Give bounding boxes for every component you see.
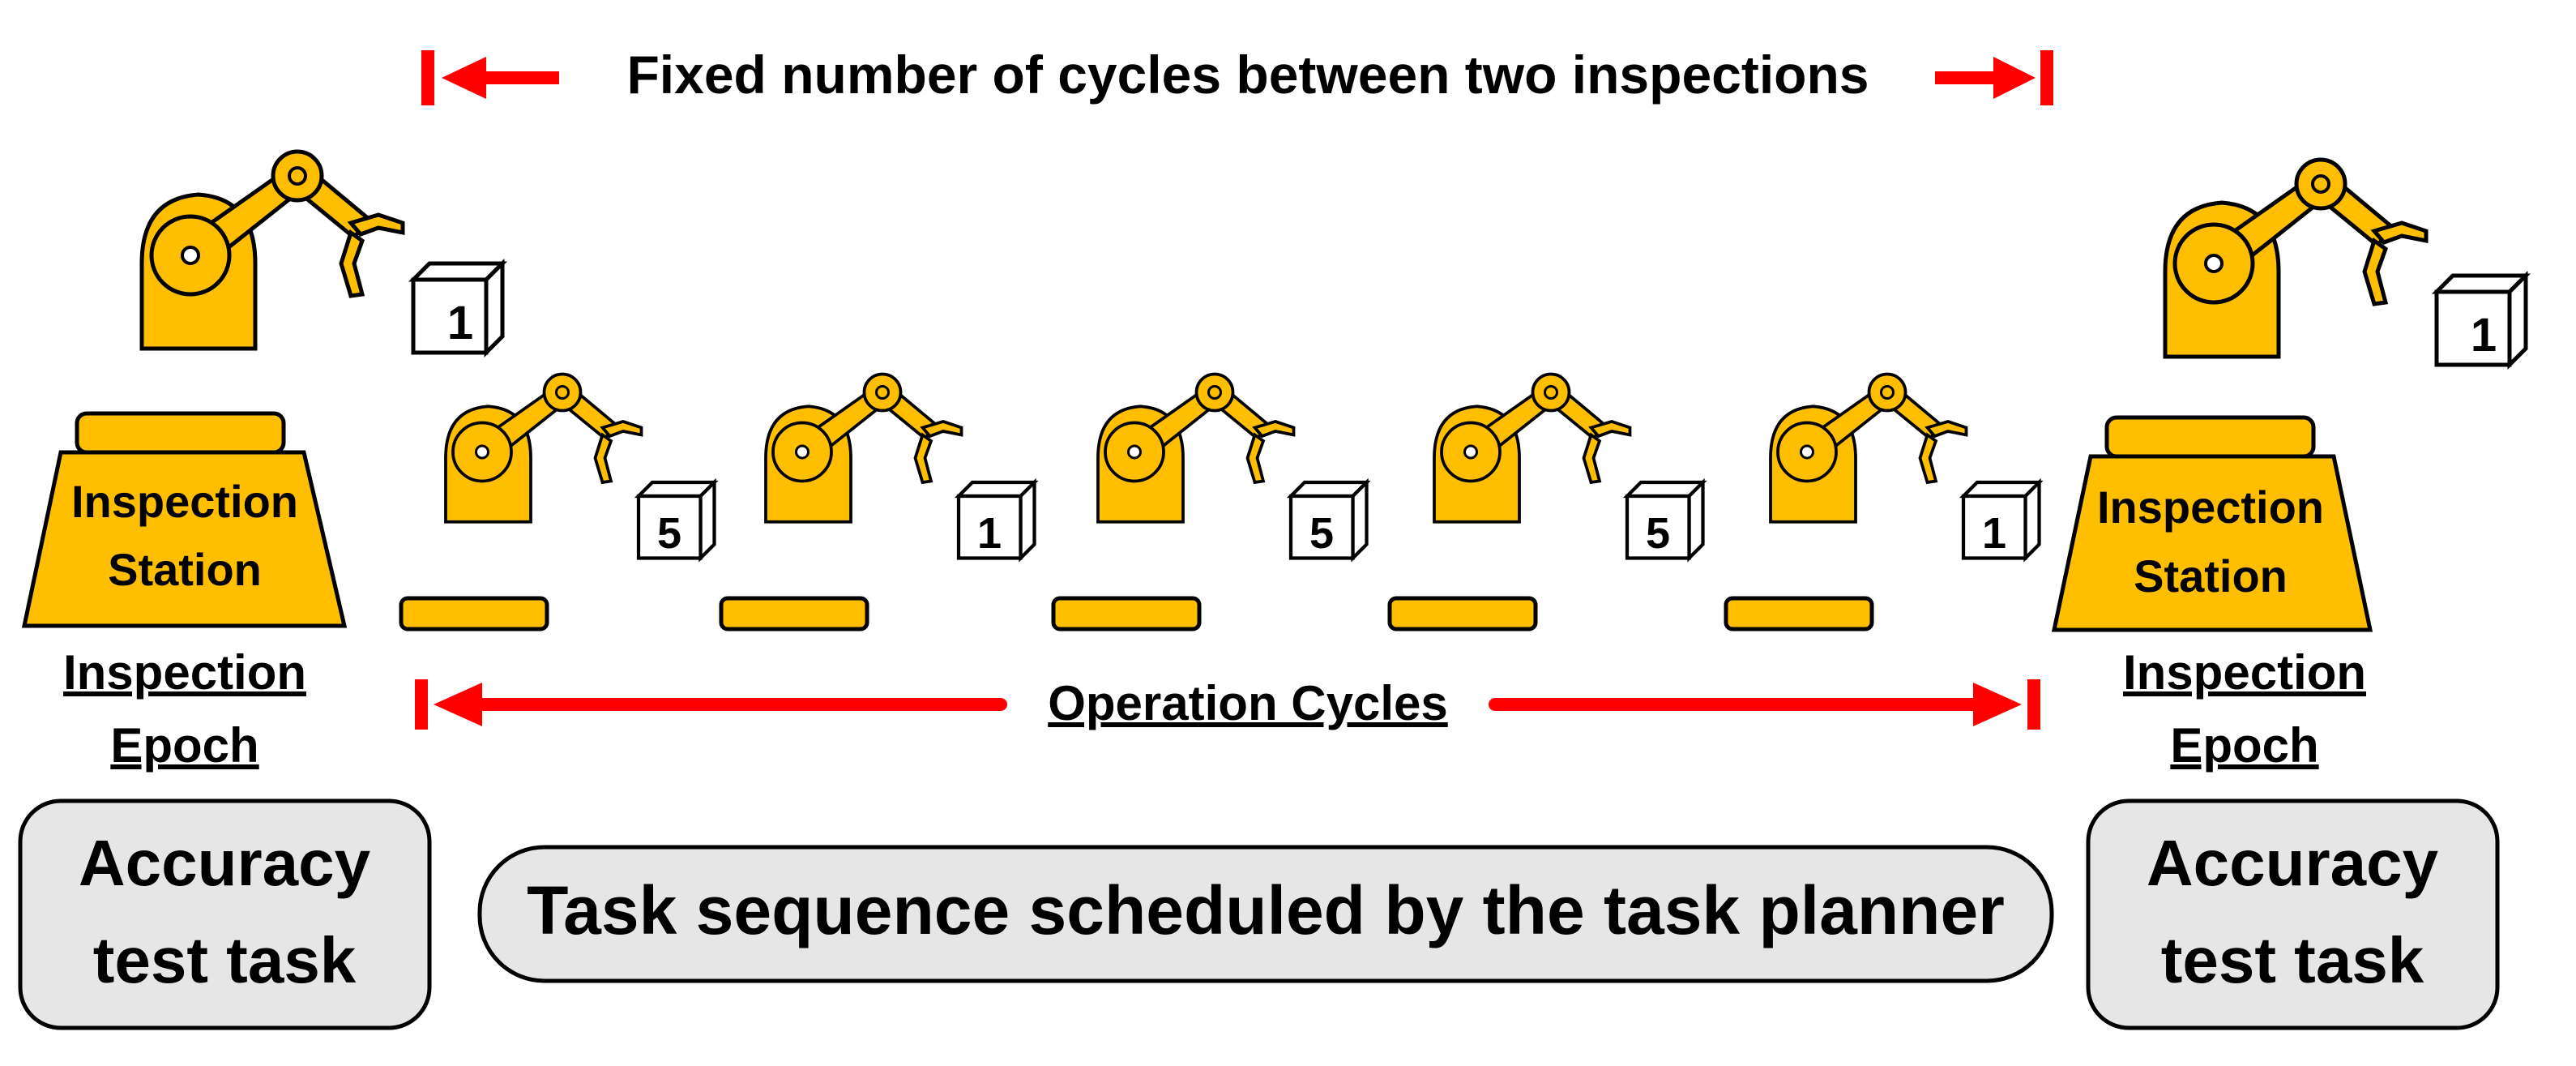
- operation-robot: 5: [1387, 372, 1703, 631]
- left-task-label-line1: Accuracy: [79, 827, 371, 899]
- operation-cycles-label: Operation Cycles: [1048, 676, 1448, 730]
- right-task-label-line1: Accuracy: [2147, 827, 2439, 899]
- right-accuracy-task-box: Accuracy test task: [2086, 798, 2500, 1030]
- right-inspection-station: Inspection Station: [2051, 415, 2373, 632]
- operation-robot: 5: [1051, 372, 1367, 631]
- left-inspection-robot: 1: [142, 152, 502, 353]
- operation-robot: 1: [1724, 372, 2040, 631]
- right-station-label-line1: Inspection: [2097, 482, 2324, 533]
- left-station-label-line2: Station: [108, 544, 262, 595]
- task-sequence-label: Task sequence scheduled by the task plan…: [527, 872, 2005, 948]
- right-inspection-robot: 1: [2165, 160, 2526, 365]
- operation-robot-box-number: 5: [1646, 509, 1670, 558]
- operation-cycles-arrow: [415, 679, 2040, 730]
- right-station-label-line2: Station: [2134, 550, 2288, 601]
- left-inspection-station: Inspection Station: [21, 411, 348, 628]
- task-sequence-box: Task sequence scheduled by the task plan…: [477, 845, 2054, 983]
- left-station-label-line1: Inspection: [71, 476, 298, 527]
- left-accuracy-task-box: Accuracy test task: [18, 798, 432, 1030]
- left-epoch-label-line2: Epoch: [110, 718, 258, 773]
- operation-robot-box-number: 1: [977, 509, 1002, 558]
- right-task-label-line2: test task: [2161, 924, 2424, 996]
- right-epoch-label-line1: Inspection: [2123, 645, 2366, 700]
- inspection-interval-label: Fixed number of cycles between two inspe…: [626, 45, 1869, 105]
- left-robot-box-number: 1: [447, 297, 473, 349]
- inspection-interval-arrow: [421, 50, 2053, 105]
- right-robot-box-number: 1: [2471, 309, 2497, 362]
- operation-robot: 1: [719, 372, 1035, 631]
- left-task-label-line2: test task: [93, 924, 357, 996]
- operation-robot: 5: [399, 372, 715, 631]
- operation-robot-box-number: 5: [1309, 509, 1334, 558]
- operation-robot-box-number: 1: [1982, 509, 2006, 558]
- left-epoch-label-line1: Inspection: [63, 645, 306, 700]
- operation-robot-box-number: 5: [657, 509, 681, 558]
- right-epoch-label-line2: Epoch: [2170, 718, 2318, 773]
